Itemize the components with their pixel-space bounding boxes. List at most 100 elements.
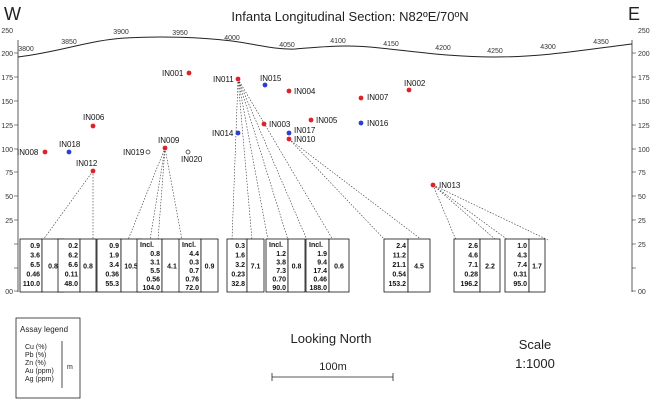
drillhole-in014-label: IN014 — [212, 129, 234, 138]
left-tick-175: 175 — [1, 75, 13, 82]
right-tick-200: 200 — [638, 51, 650, 58]
legend-row-ag: Ag (ppm) — [25, 376, 54, 383]
assay-box-value: 0.28 — [464, 272, 478, 279]
easting-4250: 4250 — [487, 48, 503, 55]
assay-box-value: 0.7 — [189, 268, 199, 275]
assay-box-value: 90.0 — [272, 285, 286, 292]
drillhole-in012-marker — [90, 168, 96, 174]
assay-box-width-value: 0.8 — [292, 264, 302, 271]
right-tick-175: 175 — [638, 75, 650, 82]
assay-box-value: 196.2 — [460, 281, 478, 288]
right-tick-100: 100 — [638, 147, 650, 154]
projection-line — [237, 78, 253, 241]
assay-box-width-value: 0.8 — [48, 264, 58, 271]
assay-box-width-frame — [246, 238, 265, 293]
assay-legend: Assay legend Cu (%) Pb (%) Zn (%) Au (pp… — [15, 317, 81, 399]
easting-4300: 4300 — [540, 44, 556, 51]
compass-east: E — [628, 4, 640, 24]
drillhole-in002-marker — [406, 87, 412, 93]
scale-ratio: 1:1000 — [515, 356, 555, 371]
legend-row-cu: Cu (%) — [25, 344, 47, 351]
assay-box-value: 3.1 — [150, 260, 160, 267]
drillhole-in012-label: IN012 — [76, 159, 98, 168]
drillhole-in013-marker — [430, 182, 436, 188]
drillhole-in010-label: IN010 — [294, 135, 316, 144]
assay-box-value: 7.4 — [517, 262, 527, 269]
right-tick-150: 150 — [638, 99, 650, 106]
projection-line — [127, 147, 166, 241]
assay-box-value: 5.5 — [150, 268, 160, 275]
left-tick-00: 00 — [5, 289, 13, 296]
assay-box-value: 0.46 — [26, 272, 40, 279]
drillhole-in007-label: IN007 — [367, 93, 389, 102]
assay-box-value: 95.0 — [513, 281, 527, 288]
drillhole-in018-marker — [66, 149, 72, 155]
drillhole-in008-label: IN008 — [17, 148, 39, 157]
assay-box-width-value: 0.9 — [205, 264, 215, 271]
compass-west: W — [4, 4, 21, 24]
scale-bar-label: 100m — [319, 361, 347, 373]
assay-box-width-frame — [479, 238, 501, 293]
assay-box-value: 0.31 — [513, 272, 527, 279]
assay-box-value: 0.46 — [313, 277, 327, 284]
drillhole-in020-label: IN020 — [181, 155, 203, 164]
assay-box-values-frame — [136, 238, 163, 293]
scale-bar — [271, 373, 394, 381]
projection-line — [237, 78, 308, 241]
assay-box-width-value: 4.5 — [414, 264, 424, 271]
drillhole-in004-marker — [286, 88, 292, 94]
easting-3850: 3850 — [61, 39, 77, 46]
assay-box-value: 3.6 — [30, 253, 40, 260]
assay-box-value: 72.0 — [185, 285, 199, 292]
assay-box-width-frame — [407, 238, 431, 293]
assay-box-value: 55.3 — [105, 281, 119, 288]
assay-box-value: 9.4 — [317, 260, 327, 267]
assay-box-value: 6.5 — [30, 262, 40, 269]
right-tick-125: 125 — [638, 123, 650, 130]
drillhole-in016-label: IN016 — [367, 119, 389, 128]
assay-box-incl-label: Incl. — [140, 242, 154, 249]
legend-row-zn: Zn (%) — [25, 360, 46, 367]
assay-box-value: 32.8 — [231, 281, 245, 288]
drillhole-in003-marker — [261, 121, 267, 127]
drillhole-in020-marker — [185, 149, 191, 155]
left-tick-125: 125 — [1, 123, 13, 130]
assay-box-width-value: 0.8 — [83, 264, 93, 271]
projection-line — [432, 184, 497, 241]
right-tick-50: 50 — [638, 194, 646, 201]
projection-line — [432, 184, 549, 241]
easting-3900: 3900 — [113, 29, 129, 36]
drillhole-in009-marker — [162, 145, 168, 151]
left-tick-50: 50 — [5, 194, 13, 201]
projection-line — [149, 147, 166, 241]
drillhole-in001-marker — [186, 70, 192, 76]
assay-box-value: 0.9 — [30, 243, 40, 250]
assay-box-value: 21.1 — [392, 262, 406, 269]
assay-box-value: 153.2 — [388, 281, 406, 288]
scale-title: Scale — [519, 337, 552, 352]
drillhole-in003-label: IN003 — [269, 120, 291, 129]
projection-lines — [42, 78, 549, 241]
projection-line — [432, 184, 457, 241]
assay-box-value: 0.56 — [146, 277, 160, 284]
projection-line — [432, 184, 509, 241]
drillhole-in006-label: IN006 — [83, 113, 105, 122]
easting-3800: 3800 — [18, 46, 34, 53]
projection-line — [288, 138, 386, 241]
left-tick-250: 250 — [1, 28, 13, 35]
assay-box-value: 1.9 — [317, 251, 327, 258]
assay-box-value: 6.6 — [68, 262, 78, 269]
right-tick-00: 00 — [638, 289, 646, 296]
right-tick-25b: 25 — [638, 242, 646, 249]
projection-line — [237, 78, 289, 241]
right-tick-25: 25 — [638, 218, 646, 225]
drillhole-in002-label: IN002 — [404, 79, 426, 88]
topography-line — [17, 36, 633, 58]
